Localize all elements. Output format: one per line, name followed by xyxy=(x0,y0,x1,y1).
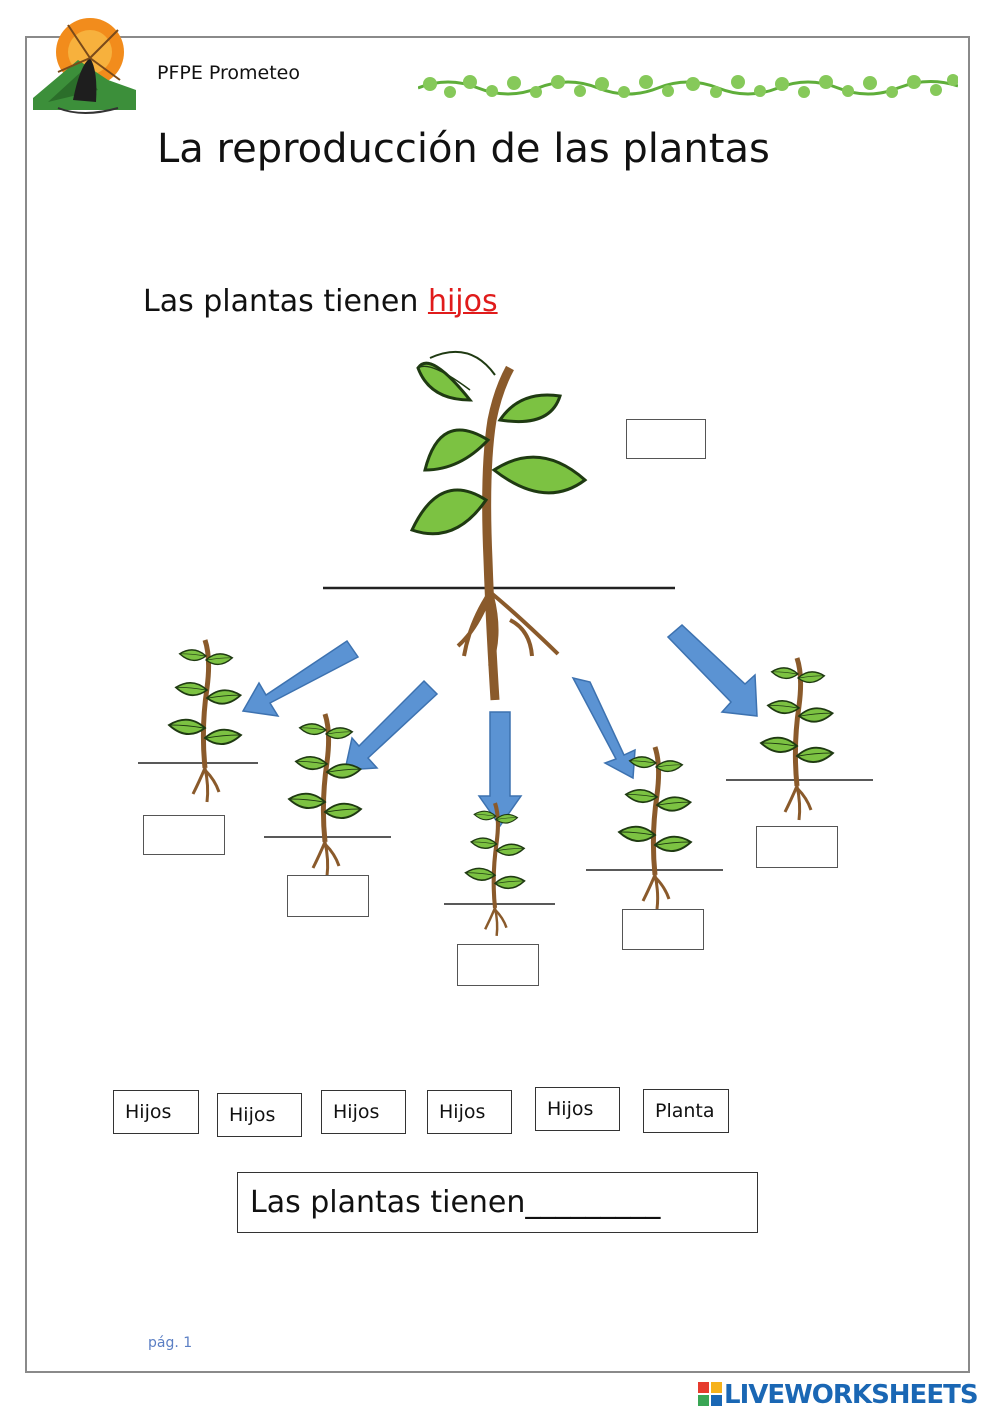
vine-border-icon xyxy=(418,74,958,98)
seedling-1-icon xyxy=(138,640,258,802)
school-name: PFPE Prometeo xyxy=(157,62,300,84)
main-plant-icon xyxy=(323,350,675,701)
seedling-5-icon xyxy=(726,658,873,820)
answer-box-child-5[interactable] xyxy=(756,826,838,868)
answer-box-child-1[interactable] xyxy=(143,815,225,855)
arrow-right-near xyxy=(571,676,636,780)
page-number: pág. 1 xyxy=(148,1335,193,1351)
word-card-hijos-1[interactable]: Hijos xyxy=(113,1090,199,1134)
word-card-hijos-2[interactable]: Hijos xyxy=(217,1093,302,1137)
sentence-answer-field[interactable]: Las plantas tienen_________ xyxy=(237,1172,758,1233)
answer-box-plant[interactable] xyxy=(626,419,706,459)
arrow-down xyxy=(477,711,523,828)
school-logo-icon xyxy=(33,18,136,114)
subtitle: Las plantas tienen hijos xyxy=(143,284,498,319)
seedling-3-icon xyxy=(444,803,555,936)
word-card-hijos-5[interactable]: Hijos xyxy=(535,1087,620,1131)
word-card-hijos-4[interactable]: Hijos xyxy=(427,1090,512,1134)
page-border xyxy=(25,36,970,1373)
arrow-right-far xyxy=(666,623,758,717)
answer-box-child-4[interactable] xyxy=(622,909,704,950)
arrows xyxy=(241,623,758,828)
word-card-planta[interactable]: Planta xyxy=(643,1089,729,1133)
arrow-left-near xyxy=(344,679,439,771)
subtitle-highlight: hijos xyxy=(427,284,498,319)
arrow-left-far xyxy=(241,639,360,717)
page-title: La reproducción de las plantas xyxy=(157,126,770,172)
answer-box-child-2[interactable] xyxy=(287,875,369,917)
word-card-hijos-3[interactable]: Hijos xyxy=(321,1090,406,1134)
brand-text: LIVEWORKSHEETS xyxy=(724,1380,979,1410)
brand-logo-icon xyxy=(698,1382,722,1406)
answer-box-child-3[interactable] xyxy=(457,944,539,986)
subtitle-prefix: Las plantas tienen xyxy=(143,284,428,319)
seedling-2-icon xyxy=(264,714,391,876)
seedling-4-icon xyxy=(586,747,723,909)
